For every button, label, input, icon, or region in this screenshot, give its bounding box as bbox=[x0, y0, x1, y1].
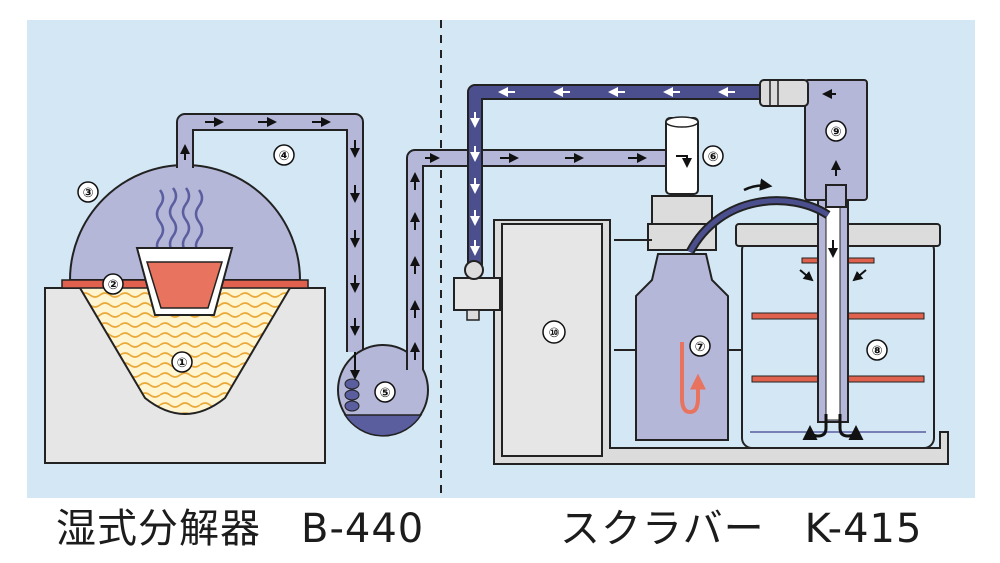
digester-name: 湿式分解器 bbox=[56, 506, 261, 552]
label-4: ④ bbox=[273, 144, 295, 166]
label-5-text: ⑤ bbox=[379, 386, 390, 401]
label-10-text: ⑩ bbox=[548, 326, 559, 341]
label-8: ⑧ bbox=[866, 339, 888, 361]
label-9-text: ⑨ bbox=[830, 125, 841, 140]
scrubber-base bbox=[493, 219, 949, 465]
outlet-flow-arrows bbox=[410, 153, 647, 360]
label-1: ① bbox=[171, 351, 193, 373]
label-9: ⑨ bbox=[825, 120, 847, 142]
hose-fitting bbox=[759, 79, 809, 107]
air-connector-box bbox=[453, 277, 501, 311]
label-7-text: ⑦ bbox=[694, 340, 705, 355]
trap-bubbles bbox=[344, 378, 360, 412]
scrubber-model: K-415 bbox=[804, 506, 923, 552]
label-3: ③ bbox=[77, 181, 99, 203]
label-8-text: ⑧ bbox=[871, 344, 882, 359]
scrubber-name: スクラバー bbox=[560, 506, 765, 552]
label-4-text: ④ bbox=[278, 149, 289, 164]
vapor-waves bbox=[155, 187, 204, 253]
digester-model: B-440 bbox=[301, 506, 425, 552]
digester-caption: 湿式分解器 B-440 bbox=[56, 505, 424, 553]
scrubber-caption: スクラバー K-415 bbox=[560, 505, 922, 553]
label-10: ⑩ bbox=[542, 320, 566, 344]
exhaust-flow-arrows bbox=[180, 117, 360, 336]
label-5: ⑤ bbox=[374, 381, 396, 403]
trap-liquid bbox=[343, 414, 423, 437]
return-flow-arrows bbox=[802, 414, 864, 441]
label-2-text: ② bbox=[107, 278, 118, 293]
bottle-flow-arrow bbox=[680, 342, 706, 415]
label-2: ② bbox=[102, 273, 124, 295]
air-flow-arrows bbox=[470, 87, 735, 256]
label-3-text: ③ bbox=[82, 186, 93, 201]
label-1-text: ① bbox=[176, 356, 187, 371]
heating-cone-outline bbox=[79, 287, 291, 415]
label-6: ⑥ bbox=[702, 145, 724, 167]
tank-arrows bbox=[799, 269, 867, 282]
sample-liquid bbox=[145, 261, 224, 309]
label-7: ⑦ bbox=[689, 335, 711, 357]
bottle-connector bbox=[651, 195, 713, 225]
label-6-text: ⑥ bbox=[707, 150, 718, 165]
